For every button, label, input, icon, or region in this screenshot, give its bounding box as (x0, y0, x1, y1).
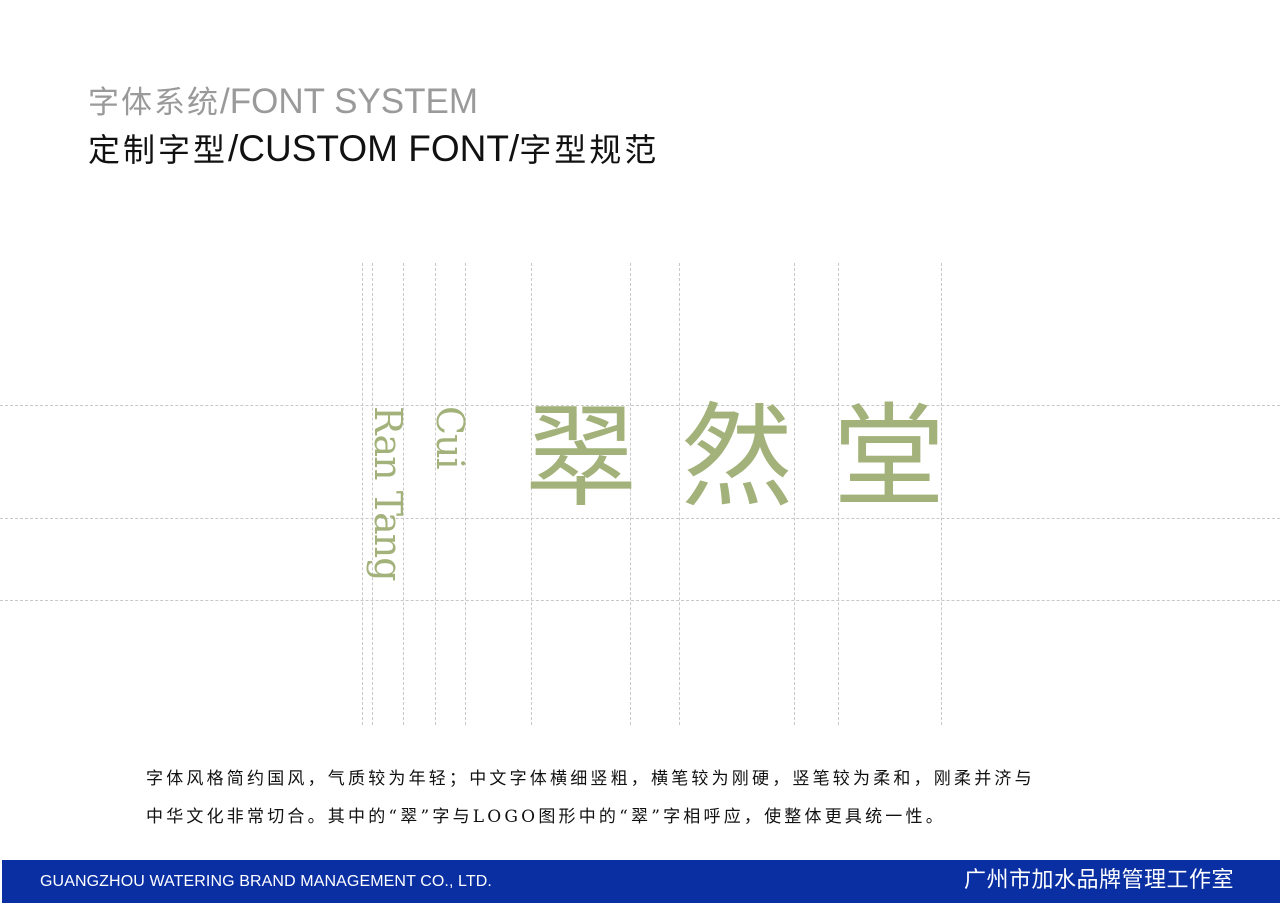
pinyin-cui: Cui (428, 406, 472, 469)
company-name-en: GUANGZHOU WATERING BRAND MANAGEMENT CO.,… (40, 873, 492, 890)
guide-line-vertical (794, 263, 795, 725)
guide-line-vertical (362, 263, 363, 725)
subtitle-cn-suffix: 字型规范 (519, 131, 660, 169)
guide-line-vertical (465, 263, 466, 725)
guide-line-vertical (403, 263, 404, 725)
section-title-cn: 字体系统 (88, 85, 220, 121)
description-line: 字体风格简约国风，气质较为年轻；中文字体横细竖粗，横笔较为刚硬，竖笔较为柔和，刚… (146, 769, 1035, 789)
guide-line-horizontal (0, 600, 1280, 601)
logo-char-cui: 翠 (525, 393, 637, 523)
guide-line-horizontal (0, 518, 1280, 519)
pinyin-ran-tang: Ran Tang (366, 406, 410, 581)
guide-line-vertical (372, 263, 373, 725)
guide-line-vertical (531, 263, 532, 725)
footer-bar: GUANGZHOU WATERING BRAND MANAGEMENT CO.,… (2, 860, 1280, 903)
font-description: 字体风格简约国风，气质较为年轻；中文字体横细竖粗，横笔较为刚硬，竖笔较为柔和，刚… (146, 760, 1146, 836)
subtitle-en: /CUSTOM FONT/ (228, 128, 520, 169)
guide-line-horizontal (0, 405, 1280, 406)
guide-line-vertical (679, 263, 680, 725)
subtitle-cn-prefix: 定制字型 (88, 131, 229, 169)
logo-char-ran: 然 (681, 393, 793, 523)
guide-line-vertical (941, 263, 942, 725)
guide-line-vertical (838, 263, 839, 725)
section-title: 字体系统/FONT SYSTEM (88, 80, 478, 125)
description-line: 中华文化非常切合。其中的“翠”字与LOGO图形中的“翠”字相呼应，使整体更具统一… (146, 807, 946, 827)
guide-line-vertical (630, 263, 631, 725)
logo-char-tang: 堂 (833, 393, 945, 523)
guide-line-vertical (435, 263, 436, 725)
company-name-cn: 广州市加水品牌管理工作室 (963, 868, 1234, 893)
page-subtitle: 定制字型/CUSTOM FONT/字型规范 (88, 126, 659, 173)
section-title-en: /FONT SYSTEM (220, 82, 478, 121)
